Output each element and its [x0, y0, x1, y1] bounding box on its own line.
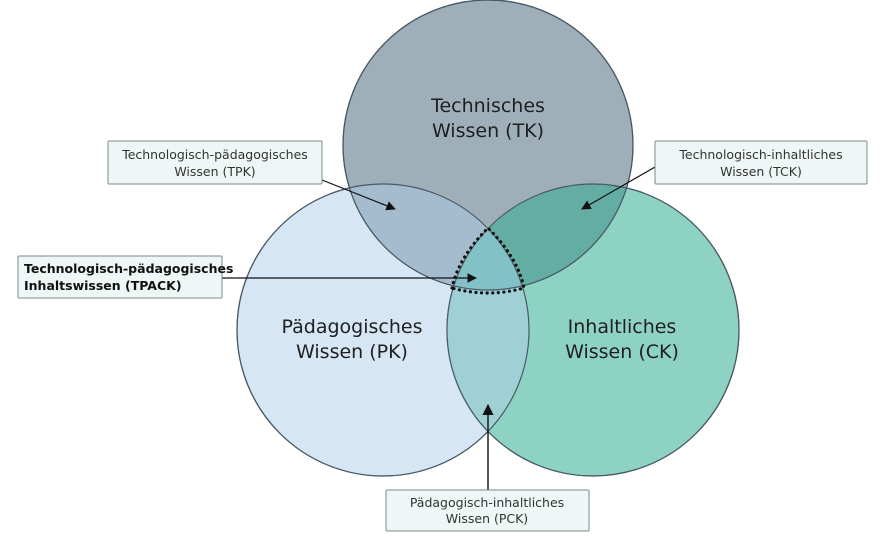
tpk-text-line1: Technologisch-pädagogisches [121, 147, 308, 162]
tck-arrow [581, 166, 656, 210]
pck-text-line1: Pädagogisch-inhaltliches [410, 495, 564, 510]
tpk-arrow [321, 179, 396, 211]
overlap-tck [447, 184, 633, 290]
callout-tpack: Technologisch-pädagogisches Inhaltswisse… [17, 255, 233, 299]
outline-ck [446, 183, 740, 477]
ck-label-line2: Wissen (CK) [565, 341, 679, 363]
outline-pk [236, 183, 530, 477]
tk-label-line1: Technisches [430, 95, 545, 117]
callout-tck: Technologisch-inhaltliches Wissen (TCK) [654, 140, 868, 185]
tpack-dotted-boundary [450, 225, 526, 295]
callout-tpk: Technologisch-pädagogisches Wissen (TPK) [107, 140, 323, 185]
tpk-text-line2: Wissen (TPK) [174, 164, 255, 179]
ck-label-line1: Inhaltliches [568, 316, 677, 338]
overlap-tpk [343, 184, 529, 290]
outline-tk [342, 0, 634, 291]
pk-label-line2: Wissen (PK) [296, 341, 408, 363]
tpack-text-line2: Inhaltswissen (TPACK) [24, 278, 182, 293]
pk-label-line1: Pädagogisches [282, 316, 423, 338]
pck-text-line2: Wissen (PCK) [446, 511, 528, 526]
tk-label-line2: Wissen (TK) [432, 120, 544, 142]
tck-text-line1: Technologisch-inhaltliches [678, 147, 842, 162]
callout-pck: Pädagogisch-inhaltliches Wissen (PCK) [385, 489, 590, 532]
tpack-text-line1: Technologisch-pädagogisches [24, 261, 233, 276]
tck-text-line2: Wissen (TCK) [720, 164, 802, 179]
